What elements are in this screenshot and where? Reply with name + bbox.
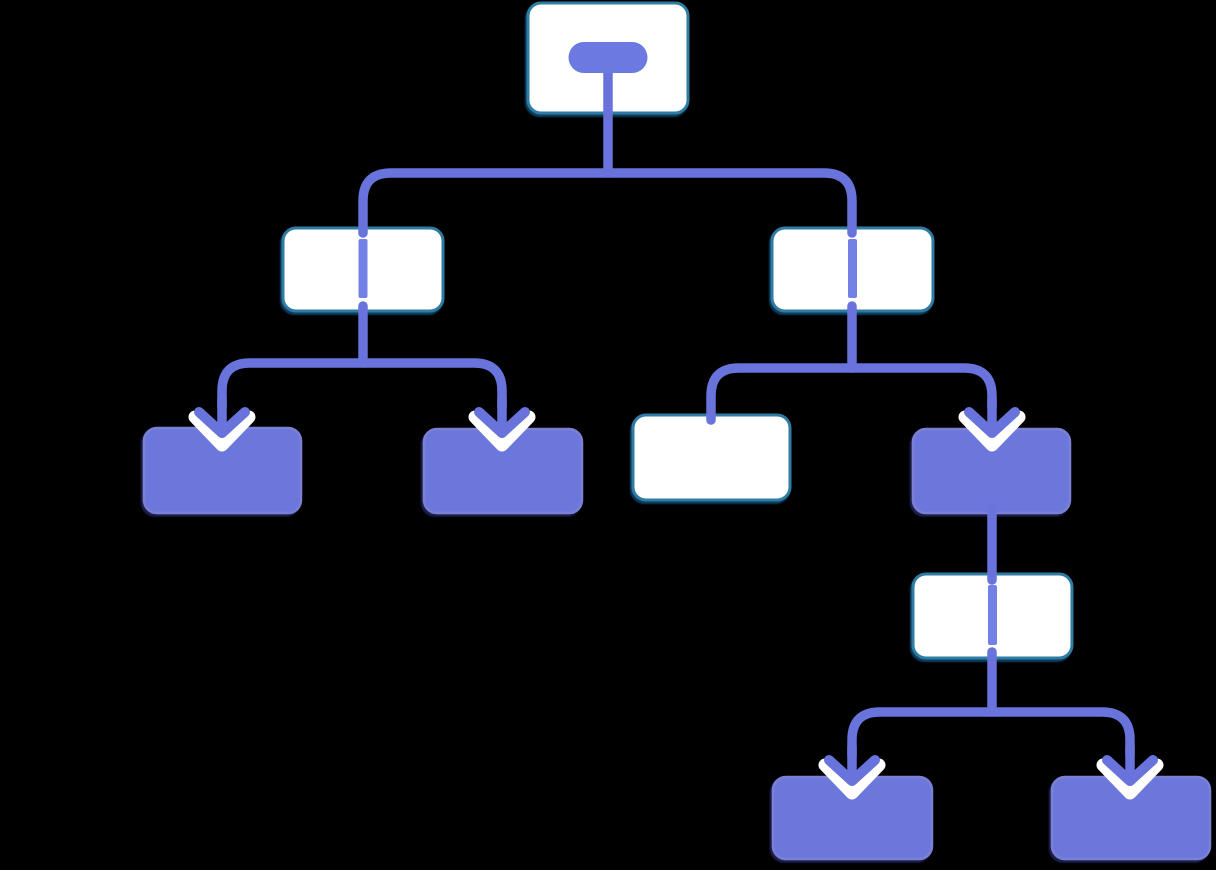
chevron-arrowhead-icon — [468, 394, 536, 452]
arrowhead-halo — [468, 410, 536, 452]
arrowhead-chevron — [964, 407, 1020, 438]
edge-layer — [217, 61, 1135, 760]
arrow-layer — [188, 394, 1164, 800]
icon-layer — [358, 42, 997, 645]
arrowhead-chevron — [194, 407, 250, 438]
chevron-arrowhead-icon — [188, 394, 256, 452]
arrowhead-halo — [1096, 758, 1164, 800]
chevron-arrowhead-icon — [958, 394, 1026, 452]
connector-fork-bottom — [847, 707, 1135, 760]
flowchart-node-junction-empty[interactable] — [631, 413, 792, 502]
divider-bar-icon — [358, 239, 368, 298]
root-pill-icon — [568, 42, 648, 73]
divider-bar-icon — [848, 239, 857, 298]
chevron-arrowhead-icon — [818, 742, 886, 800]
arrowhead-chevron — [1102, 755, 1158, 786]
arrowhead-halo — [818, 758, 886, 800]
arrowhead-chevron — [474, 407, 530, 438]
arrowhead-halo — [188, 410, 256, 452]
chevron-arrowhead-icon — [1096, 742, 1164, 800]
arrowhead-halo — [958, 410, 1026, 452]
connector-fork-top — [358, 168, 857, 238]
node-layer — [142, 1, 1212, 861]
connector-fork-left — [217, 358, 507, 412]
arrowhead-chevron — [824, 755, 880, 786]
connector-fork-right — [706, 363, 997, 425]
divider-bar-icon — [988, 585, 997, 645]
